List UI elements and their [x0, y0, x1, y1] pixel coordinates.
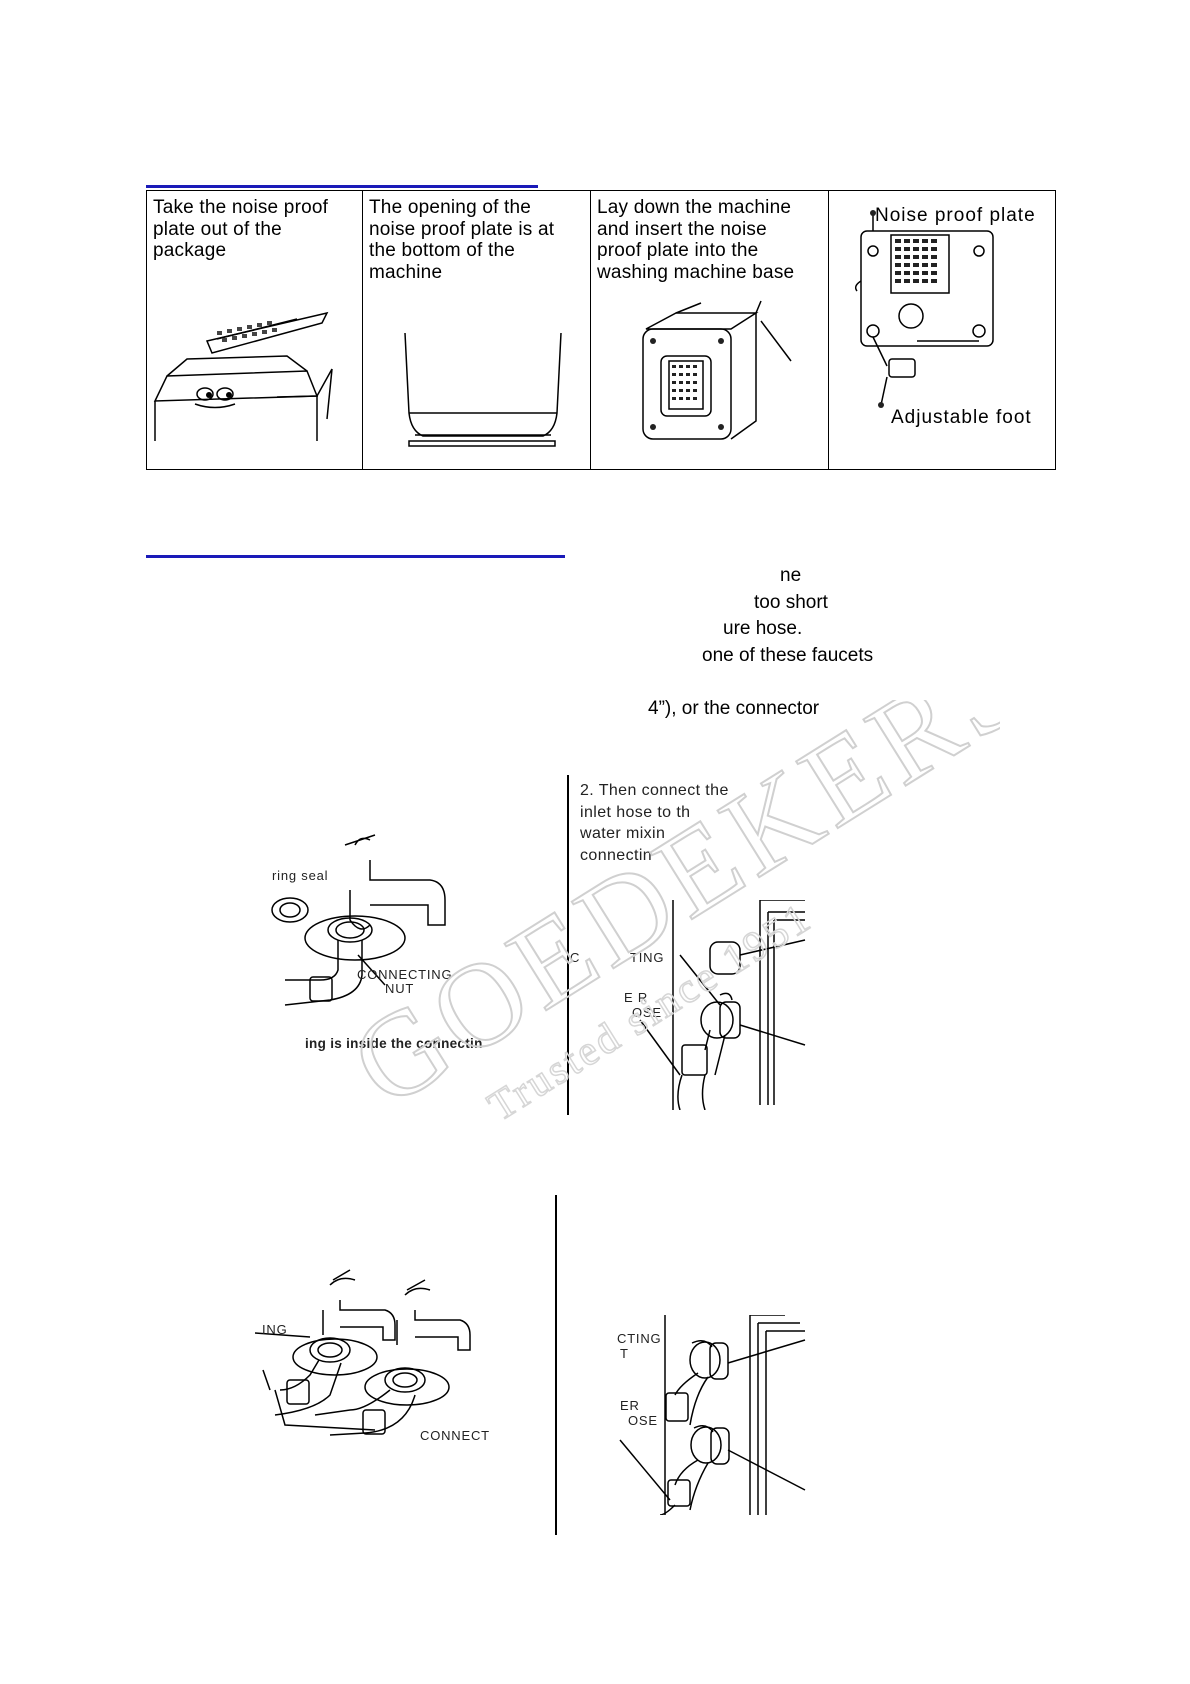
double-mixer-illustration [600, 1315, 820, 1515]
insert-plate-illustration [591, 191, 827, 469]
ring-note: ing is inside the connectin [305, 1036, 483, 1051]
double-faucet-illustration [255, 1265, 500, 1450]
text-fragment-1: ne [780, 565, 801, 587]
c-label: C [570, 950, 580, 965]
machine-bottom-illustration [363, 191, 589, 469]
faucet-hose-illustration [260, 830, 490, 1010]
ring-seal-label: ring seal [272, 868, 328, 883]
step-cell-2: The opening of the noise proof plate is … [363, 191, 591, 469]
step-cell-1: Take the noise proof plate out of the pa… [147, 191, 363, 469]
text-fragment-4: one of these faucets [702, 645, 873, 667]
figure-divider-2 [555, 1195, 557, 1535]
connect-label: CONNECT [420, 1428, 490, 1443]
noise-plate-table: Take the noise proof plate out of the pa… [146, 190, 1056, 470]
mixer-connection-illustration [620, 900, 820, 1110]
text-fragment-2: too short [754, 592, 828, 614]
step-cell-3: Lay down the machine and insert the nois… [591, 191, 829, 469]
text-fragment-5: 4”), or the connector [648, 698, 819, 720]
plate-package-illustration [147, 191, 361, 469]
section-rule-2 [146, 555, 565, 558]
section-rule-1 [146, 185, 538, 188]
step-cell-4: Noise proof plate Adjustable foot [829, 191, 1055, 469]
step-2-caption: 2. Then connect the inlet hose to th wat… [580, 780, 729, 866]
connecting-nut-label-2: NUT [385, 981, 414, 996]
connecting-nut-label-1: CONNECTING [357, 967, 452, 982]
figure-divider-1 [567, 775, 569, 1115]
base-bottom-illustration [829, 191, 1053, 469]
text-fragment-3: ure hose. [723, 618, 802, 640]
ing-label: ING [262, 1322, 288, 1337]
